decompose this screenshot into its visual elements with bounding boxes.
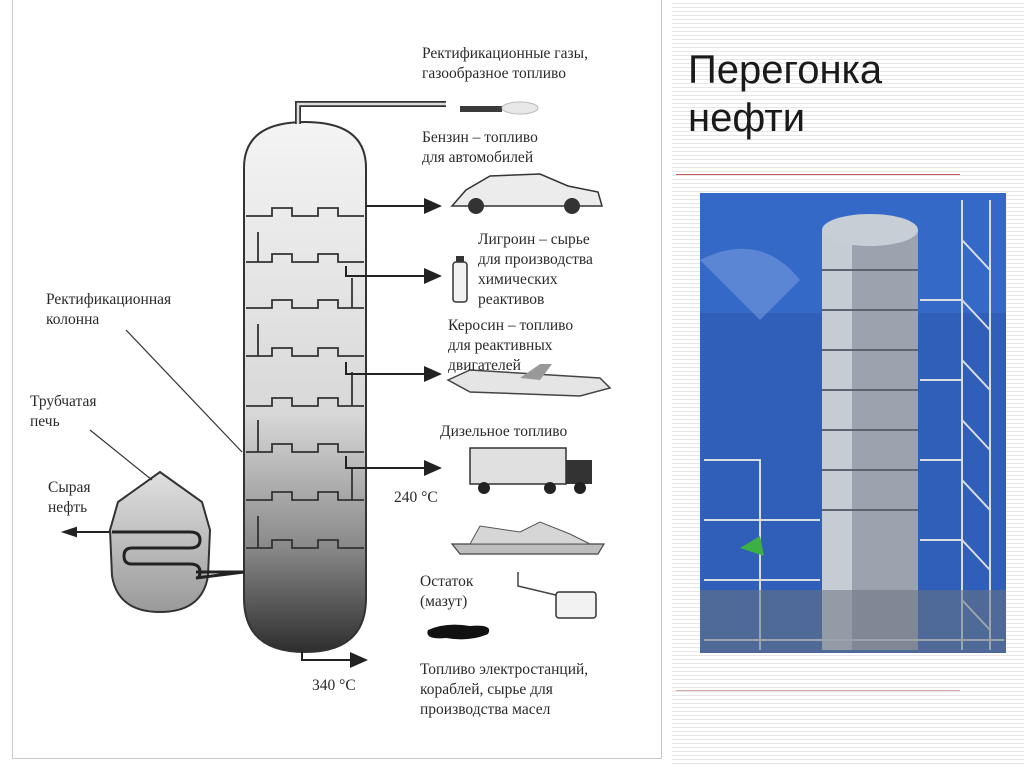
kerosene-draw (345, 362, 442, 382)
oil-can-icon (517, 572, 597, 619)
top-gas-pipe (295, 101, 446, 124)
fraction-label-gases: Ректификационные газы, газообразное топл… (422, 45, 588, 82)
diesel-draw (345, 456, 442, 476)
crude-oil-label: Сырая нефть (48, 479, 91, 516)
distillation-column-photo (700, 193, 1006, 653)
fraction-label-heavy: Топливо электростанций, кораблей, сырье … (420, 661, 589, 718)
tube-furnace (108, 470, 212, 614)
oil-spill-icon (427, 624, 490, 640)
slide-title: Перегонка нефти (688, 48, 883, 140)
column-body (243, 120, 367, 654)
jet-plane-icon (446, 364, 612, 397)
gas-flame-icon (460, 101, 539, 115)
truck-icon (469, 447, 592, 494)
car-icon (450, 173, 603, 214)
temperature-mid: 240 °C (394, 489, 438, 506)
fraction-label-gasoline: Бензин – топливо для автомобилей (422, 129, 538, 166)
furnace-label: Трубчатая печь (30, 393, 97, 430)
column-trays (246, 207, 364, 549)
fraction-label-ligroin: Лигроин – сырье для производства химичес… (478, 231, 593, 308)
column-label: Ректификационная колонна (46, 291, 172, 328)
fraction-label-kerosene: Керосин – топливо для реактивных двигате… (448, 317, 574, 374)
title-underline (676, 174, 960, 175)
residue-draw (301, 652, 368, 668)
ligroin-draw (345, 266, 442, 284)
canister-icon (452, 256, 468, 303)
bottom-rule (676, 690, 960, 691)
temperature-bottom: 340 °C (312, 677, 356, 694)
fraction-label-residue: Остаток (мазут) (420, 573, 474, 610)
ship-icon (450, 521, 606, 555)
fraction-label-diesel: Дизельное топливо (440, 423, 568, 440)
